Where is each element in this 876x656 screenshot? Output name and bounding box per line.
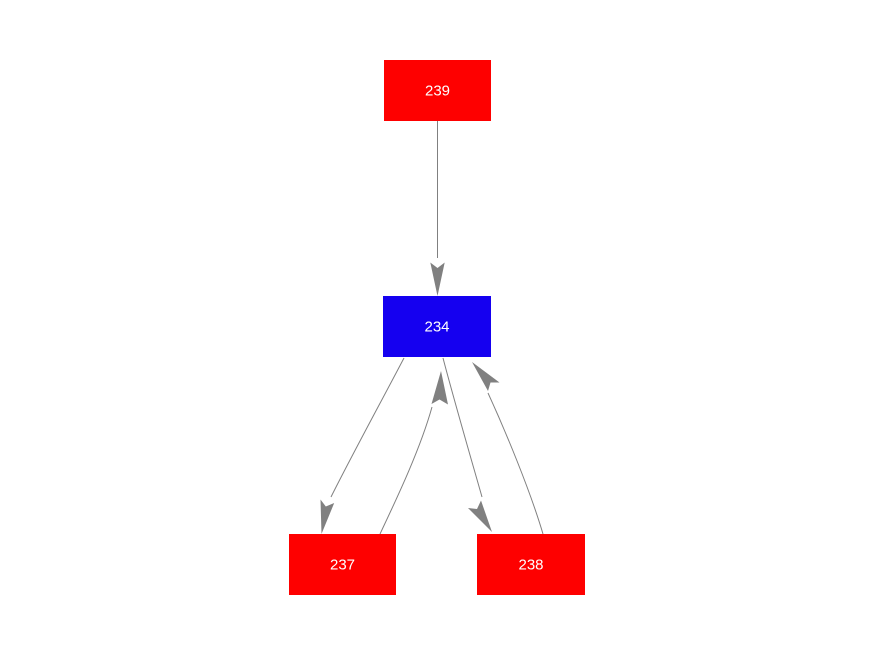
edge-layer <box>320 121 544 535</box>
edge-239-234[interactable] <box>430 121 445 296</box>
edge-234-237[interactable] <box>320 357 405 534</box>
edge-238-234[interactable] <box>472 362 544 535</box>
edge-237-234[interactable] <box>379 371 448 535</box>
edge-237-234-arrowhead <box>431 371 448 405</box>
node-239[interactable]: 239 <box>384 60 491 121</box>
node-layer: 239 234 237 238 <box>289 60 585 595</box>
node-238[interactable]: 238 <box>477 534 585 595</box>
edge-234-238-arrowhead <box>468 500 492 532</box>
edge-234-238-line <box>442 357 483 498</box>
node-239-label: 239 <box>425 82 450 99</box>
edge-234-238[interactable] <box>442 357 492 532</box>
node-238-rect[interactable] <box>477 534 585 595</box>
node-234-rect[interactable] <box>383 296 491 357</box>
node-234[interactable]: 234 <box>383 296 491 357</box>
edge-238-234-line <box>487 392 544 535</box>
edge-238-234-arrowhead <box>472 362 500 391</box>
node-237-rect[interactable] <box>289 534 396 595</box>
node-237[interactable]: 237 <box>289 534 396 595</box>
edge-239-234-arrowhead <box>430 262 445 296</box>
node-239-rect[interactable] <box>384 60 491 121</box>
node-237-label: 237 <box>330 556 355 573</box>
edge-234-237-line <box>330 357 405 498</box>
node-234-label: 234 <box>424 318 449 335</box>
edge-237-234-line <box>379 406 433 535</box>
edge-234-237-arrowhead <box>320 499 335 534</box>
node-238-label: 238 <box>518 556 543 573</box>
